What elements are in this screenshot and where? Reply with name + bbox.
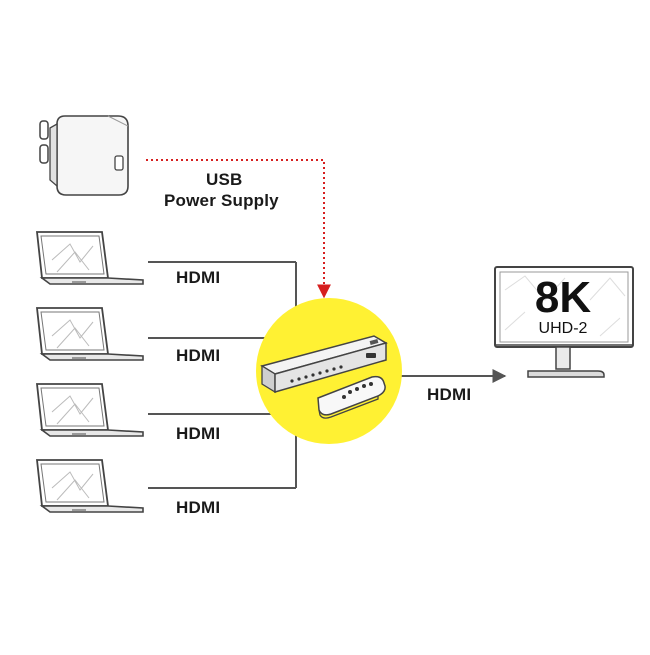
laptop-icon [35, 383, 144, 437]
hdmi-input-label-4: HDMI [176, 498, 221, 517]
laptop-icon [35, 307, 144, 361]
display-standard-label: UHD-2 [539, 320, 588, 337]
hdmi-input-label-3: HDMI [176, 424, 221, 443]
display-resolution-label: 8K [535, 273, 591, 322]
power-supply-label-line1: USB [206, 170, 243, 189]
hdmi-input-label-2: HDMI [176, 346, 221, 365]
laptop-icon [35, 231, 144, 285]
usb-power-adapter-icon [39, 115, 129, 196]
hdmi-input-label-1: HDMI [176, 268, 221, 287]
laptop-icon [35, 459, 144, 513]
remote-control-icon [317, 375, 386, 419]
power-supply-label-line2: Power Supply [164, 191, 279, 210]
monitor-icon: 8K UHD-2 [494, 266, 634, 378]
hdmi-output-label: HDMI [427, 385, 472, 404]
hdmi-switch-icon [260, 335, 388, 394]
